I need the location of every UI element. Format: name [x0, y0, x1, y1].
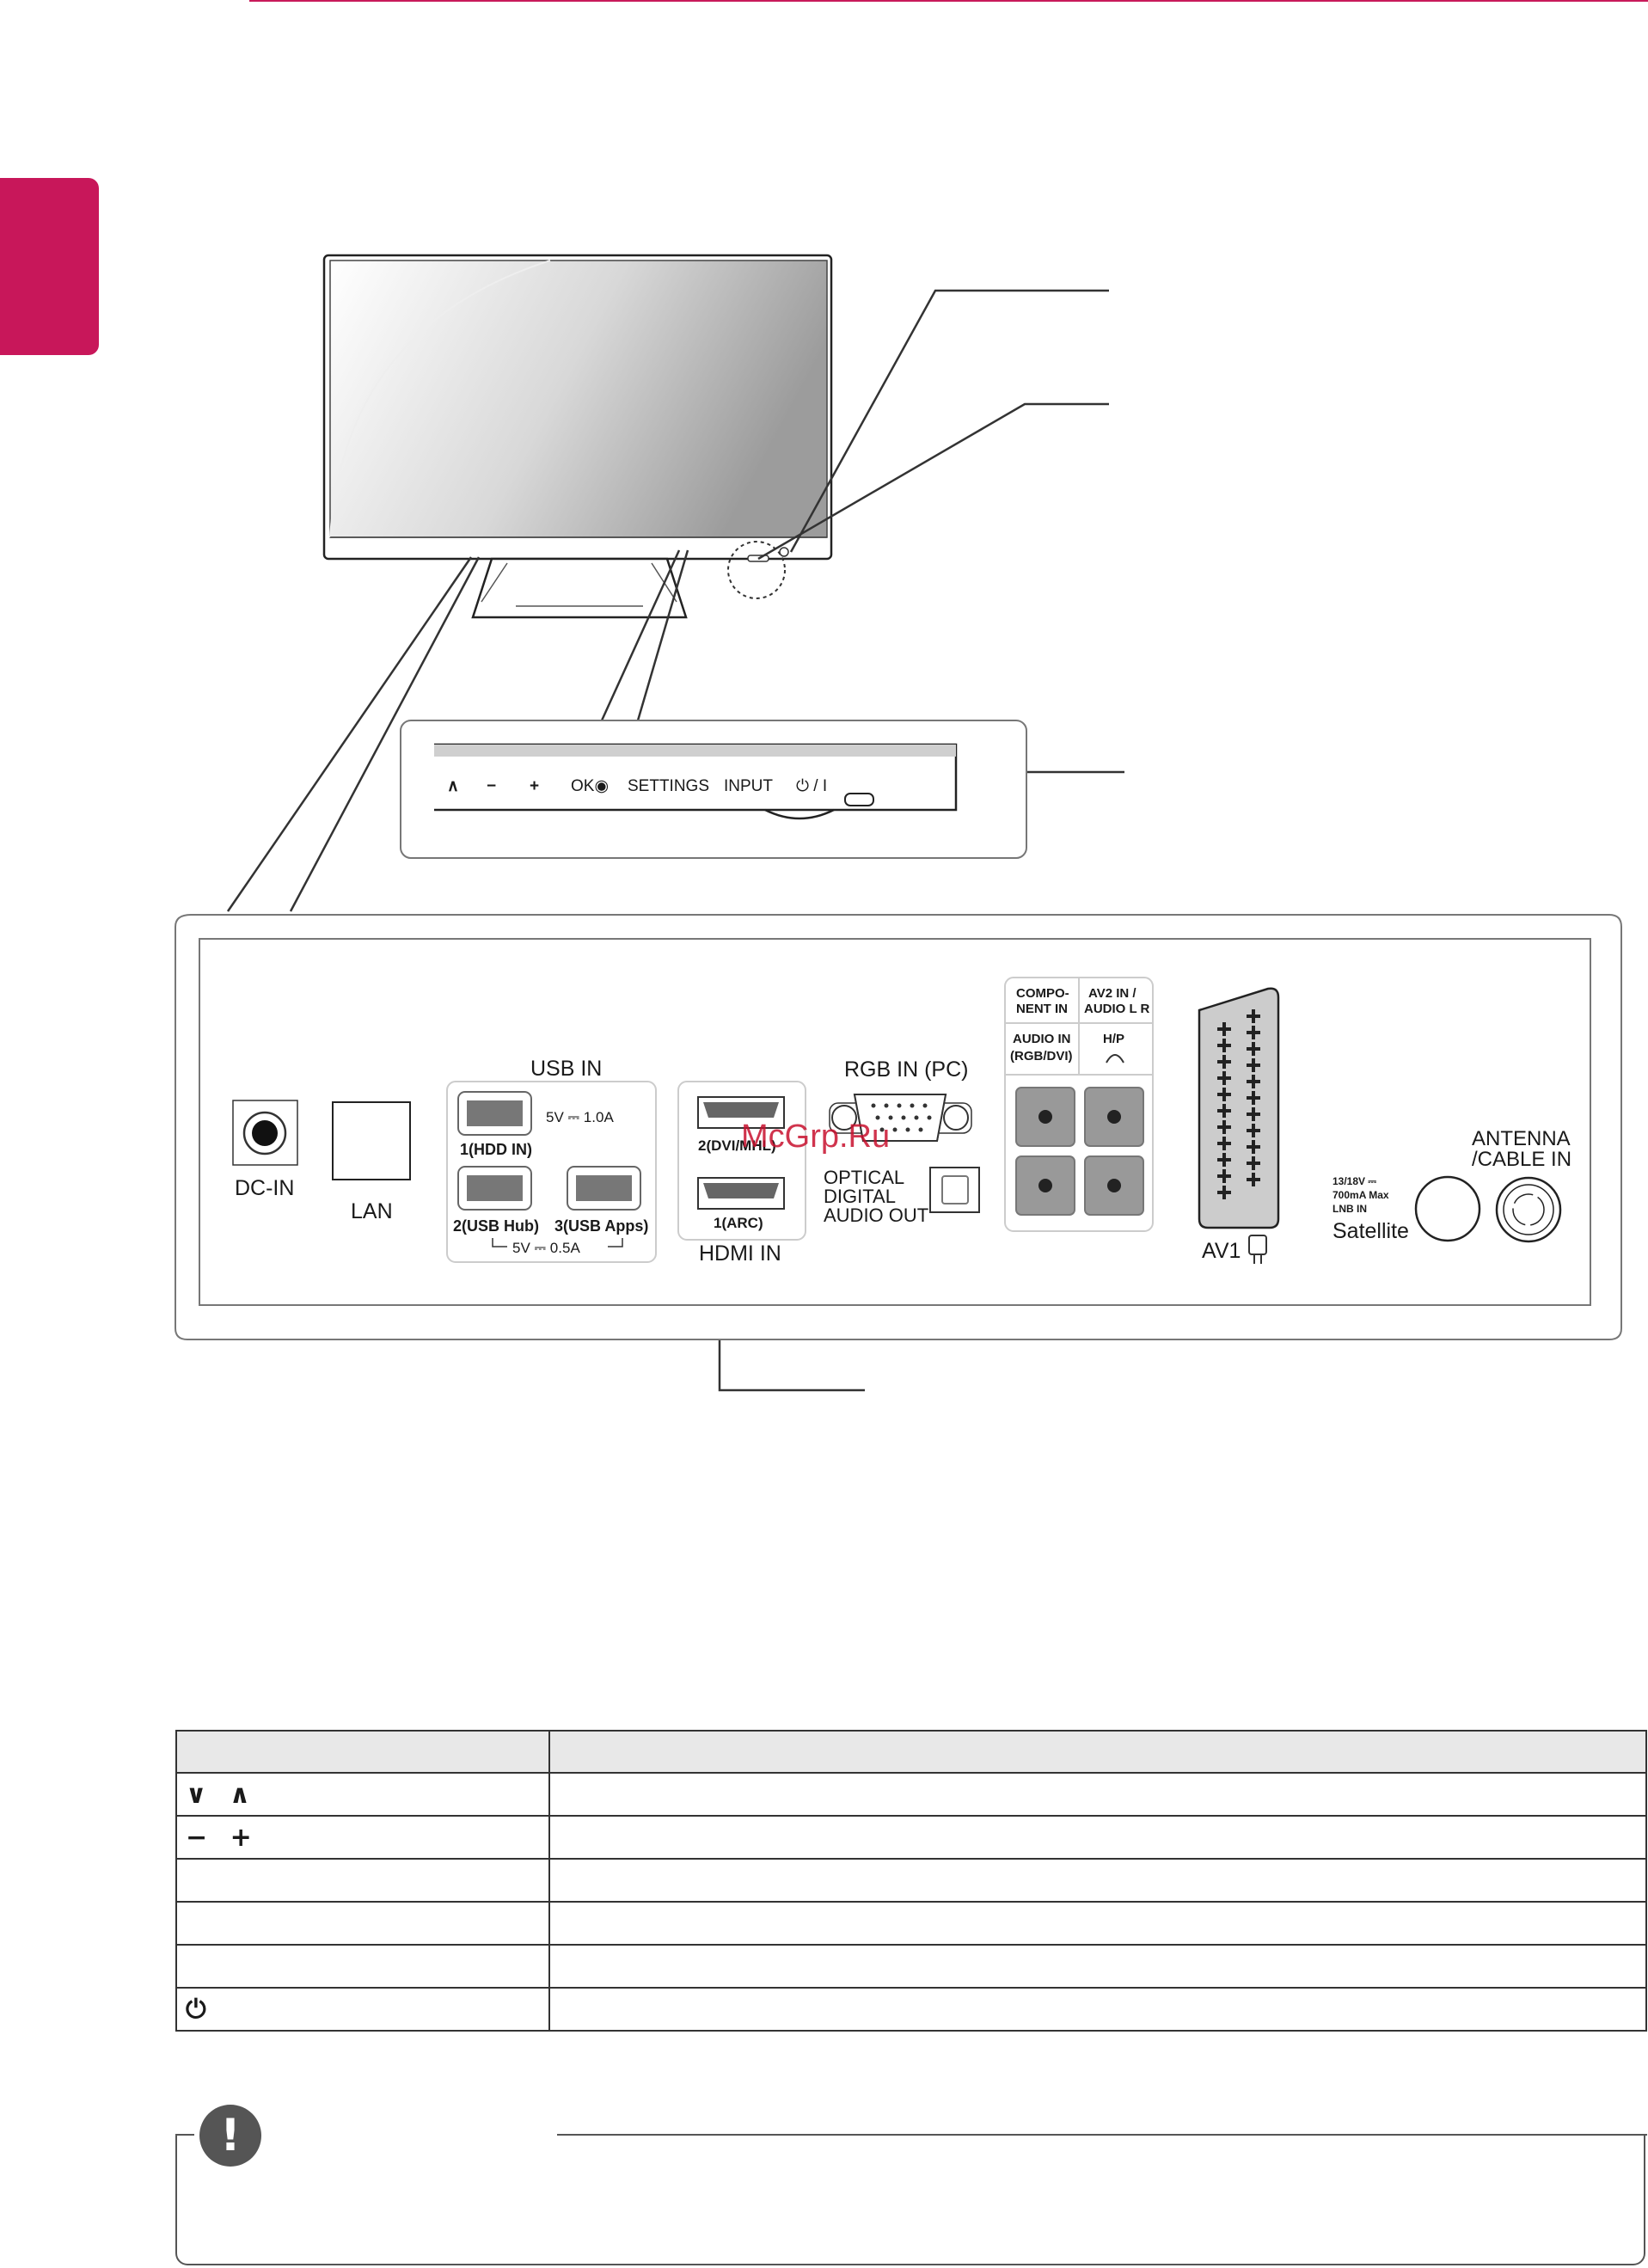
note-top-rule-right: [557, 2134, 1647, 2136]
usb-3-label: 3(USB Apps): [554, 1217, 648, 1235]
minus-button-label: −: [487, 777, 496, 795]
up-button-label: ∧: [447, 777, 459, 795]
note-box: [175, 2134, 1645, 2265]
lan-label: LAN: [351, 1199, 393, 1223]
hdmi-2-label: 2(DVI/MHL): [698, 1137, 776, 1154]
av2-label-2: AUDIO L R: [1084, 1002, 1150, 1016]
rgb-in-label: RGB IN (PC): [844, 1057, 968, 1082]
optical-label-2: DIGITAL: [824, 1186, 896, 1207]
usb-1-label: 1(HDD IN): [460, 1141, 532, 1158]
hdmi-1-label: 1(ARC): [714, 1215, 763, 1231]
component-label-2: NENT IN: [1016, 1002, 1068, 1016]
audio-in-label-2: (RGB/DVI): [1010, 1049, 1073, 1064]
product-diagram: ∧ − + OK◉ SETTINGS INPUT ⏻ / I DC-IN LAN…: [175, 254, 1622, 1392]
language-tab: [0, 178, 99, 355]
front-button-panel: ∧ − + OK◉ SETTINGS INPUT ⏻ / I: [400, 720, 1027, 859]
header-cell-description: [548, 1730, 1647, 1774]
optical-label-3: AUDIO OUT: [824, 1204, 928, 1226]
av2-label-1: AV2 IN /: [1088, 986, 1136, 1001]
note-exclamation-icon: !: [199, 2105, 261, 2167]
component-label-1: COMPO-: [1016, 986, 1069, 1001]
table-row: [175, 1944, 1647, 1989]
usb-23-rating: 5V ⎓ 0.5A: [512, 1240, 580, 1256]
top-rule: [249, 0, 1648, 2]
satellite-port: [1414, 1175, 1481, 1242]
usb-in-label: USB IN: [530, 1057, 602, 1081]
antenna-label-1: ANTENNA: [1472, 1127, 1571, 1150]
av1-label: AV1: [1202, 1239, 1241, 1263]
table-row: ⏻: [175, 1987, 1647, 2032]
scart-pins: [1217, 1009, 1260, 1199]
watermark: McGrp.Ru: [741, 1119, 890, 1155]
header-cell-button: [175, 1730, 550, 1774]
usb-2-label: 2(USB Hub): [453, 1217, 539, 1235]
controls-table: ∨ ∧ − + ⏻: [175, 1730, 1647, 2032]
settings-button-label: SETTINGS: [628, 777, 709, 795]
table-cell: [548, 1987, 1647, 2032]
table-row: [175, 1901, 1647, 1946]
lan-port: [332, 1101, 411, 1180]
note-top-rule-left: [175, 2134, 194, 2136]
lnb-label-1: 13/18V ⎓: [1332, 1175, 1376, 1187]
down-up-icon: ∨ ∧: [186, 1779, 258, 1810]
satellite-label: Satellite: [1332, 1219, 1409, 1243]
hp-label: H/P: [1103, 1032, 1124, 1046]
input-button-label: INPUT: [724, 777, 773, 795]
minus-plus-icon: − +: [186, 1822, 259, 1853]
dc-in-label: DC-IN: [235, 1176, 294, 1200]
table-row: [175, 1858, 1647, 1903]
power-icon: ⏻: [186, 1994, 213, 2025]
antenna-port: [1495, 1176, 1562, 1243]
power-button-label: ⏻ / I: [796, 777, 827, 795]
table-cell: [548, 1815, 1647, 1860]
rgb-port: [829, 1094, 972, 1142]
audio-in-label-1: AUDIO IN: [1013, 1032, 1071, 1046]
rear-panel: DC-IN LAN USB IN 5V ⎓ 1.0A 1(HDD IN) 2(U…: [175, 914, 1622, 1340]
table-cell: [548, 1772, 1647, 1817]
table-header-row: [175, 1730, 1647, 1774]
av1-scart-port: [1198, 987, 1280, 1229]
antenna-label-2: /CABLE IN: [1472, 1148, 1571, 1171]
ok-button-label: OK◉: [571, 777, 609, 795]
table-cell: [548, 1944, 1647, 1989]
lnb-label-3: LNB IN: [1332, 1203, 1367, 1215]
optical-label-1: OPTICAL: [824, 1167, 904, 1188]
plus-button-label: +: [530, 777, 539, 795]
table-row: ∨ ∧: [175, 1772, 1647, 1817]
lnb-label-2: 700mA Max: [1332, 1189, 1389, 1201]
usb-1-rating: 5V ⎓ 1.0A: [546, 1109, 614, 1125]
monitor-illustration: [322, 254, 833, 619]
table-cell: [548, 1858, 1647, 1903]
scart-icon: [1248, 1235, 1267, 1255]
rca-jacks: [1015, 1087, 1144, 1216]
table-cell: [548, 1901, 1647, 1946]
headphone-icon: [1106, 1054, 1124, 1064]
hdmi-in-label: HDMI IN: [699, 1241, 781, 1266]
table-row: − +: [175, 1815, 1647, 1860]
